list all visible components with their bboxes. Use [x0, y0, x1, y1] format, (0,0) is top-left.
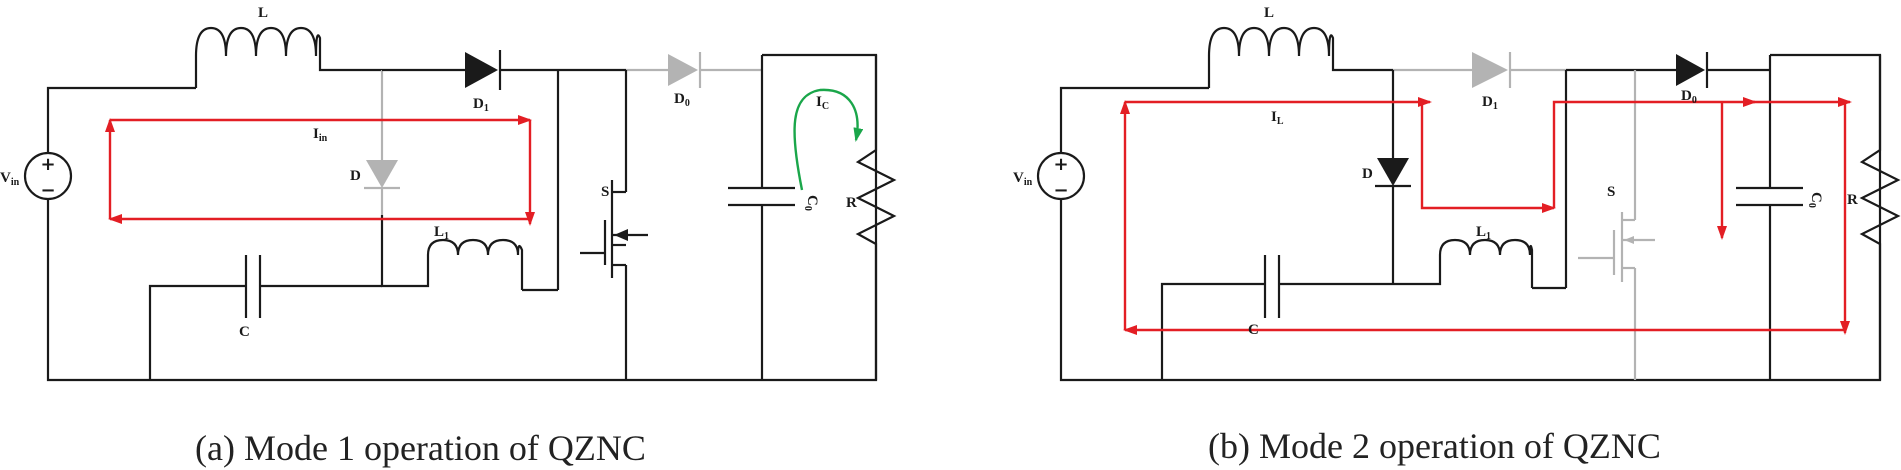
label-d-a: D [350, 168, 361, 184]
wire-a-d0 [626, 52, 762, 88]
svg-text:+: + [40, 154, 55, 175]
resistor-r-b [1859, 55, 1901, 380]
diode-d1-a [465, 50, 502, 90]
svg-text:−: − [1053, 180, 1068, 201]
inductor-l-b [1207, 26, 1393, 88]
label-d0-a: D0 [674, 91, 690, 109]
panel-b-mode2: + − L D1 D0 IL Vin D S L1 C C0 R (b) Mod… [1013, 5, 1901, 466]
diode-d0-a [668, 54, 698, 86]
label-l1-b: L1 [1476, 224, 1491, 242]
diode-d0-b [1676, 52, 1709, 88]
label-l-a: L [258, 5, 268, 21]
wire-a-left [46, 86, 196, 153]
wire-b-source-bottom [1059, 53, 1882, 382]
switch-s-a [580, 70, 648, 380]
panel-a-mode1: + − L D1 D0 Iin IC Vin D S L1 C C0 R (a)… [0, 5, 897, 468]
wire-b-d1 [1393, 52, 1566, 88]
label-c-a: C [239, 324, 250, 340]
label-l1-a: L1 [434, 224, 449, 242]
svg-text:+: + [1053, 154, 1068, 175]
label-ic: IC [816, 94, 829, 112]
label-c0-a: C0 [802, 195, 820, 211]
caption-a: (a) Mode 1 operation of QZNC [195, 428, 646, 468]
current-arrow-ic [793, 88, 864, 191]
label-d1-a: D1 [473, 96, 489, 114]
wire-a-source-bottom [46, 53, 878, 382]
capacitor-c-a [148, 255, 382, 380]
inductor-l1-a [380, 215, 524, 290]
label-vin-b: Vin [1013, 170, 1033, 188]
voltage-source-vin-a: + − [23, 151, 73, 201]
switch-s-b [1578, 70, 1655, 380]
label-c0-b: C0 [1806, 192, 1824, 208]
diode-d-b [1375, 70, 1411, 284]
label-r-a: R [846, 195, 857, 211]
voltage-source-vin-b: + − [1036, 151, 1086, 201]
label-s-b: S [1607, 184, 1615, 200]
svg-text:−: − [40, 180, 55, 201]
diode-d1-b [1472, 52, 1508, 88]
label-vin-a: Vin [0, 170, 20, 188]
wire-b-left [1059, 86, 1209, 153]
capacitor-c0-b [1736, 55, 1803, 380]
label-d1-b: D1 [1482, 94, 1498, 112]
label-d-b: D [1362, 166, 1373, 182]
label-d0-b: D0 [1681, 88, 1697, 106]
inductor-l1-b [1393, 238, 1534, 288]
resistor-r-a [855, 55, 897, 380]
label-il: IL [1271, 109, 1284, 127]
capacitor-c-b [1160, 255, 1393, 380]
label-c-b: C [1248, 322, 1259, 338]
label-s-a: S [601, 184, 609, 200]
diode-d-a [364, 160, 400, 215]
label-l-b: L [1264, 5, 1274, 21]
label-iin: Iin [313, 126, 328, 144]
inductor-l-a [194, 26, 382, 88]
caption-b: (b) Mode 2 operation of QZNC [1208, 426, 1661, 466]
capacitor-c0-a [728, 55, 795, 380]
current-arrow-il-down [1420, 102, 1556, 213]
current-arrow-mid-top [1552, 97, 1757, 208]
label-r-b: R [1847, 192, 1858, 208]
